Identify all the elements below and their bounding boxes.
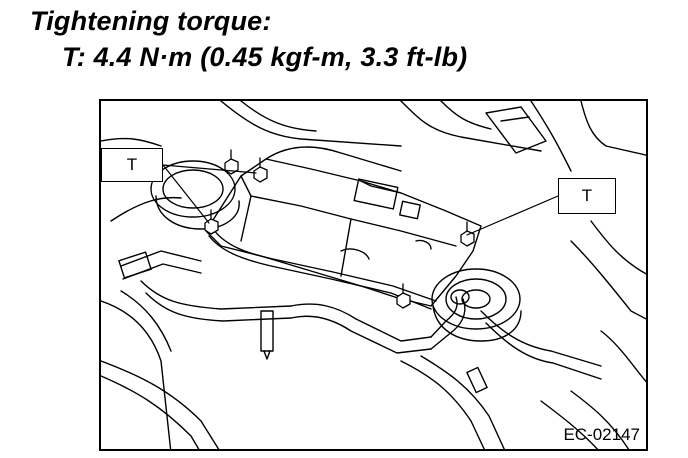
torque-value: T: 4.4 N·m (0.45 kgf-m, 3.3 ft-lb) <box>62 42 468 72</box>
torque-callout-right: T <box>558 178 616 214</box>
component-illustration: T T EC-02147 <box>99 99 648 451</box>
torque-heading: Tightening torque: <box>30 6 272 36</box>
figure-code: EC-02147 <box>563 425 640 444</box>
illustration-drawing <box>101 101 646 449</box>
torque-callout-left: T <box>101 148 163 182</box>
